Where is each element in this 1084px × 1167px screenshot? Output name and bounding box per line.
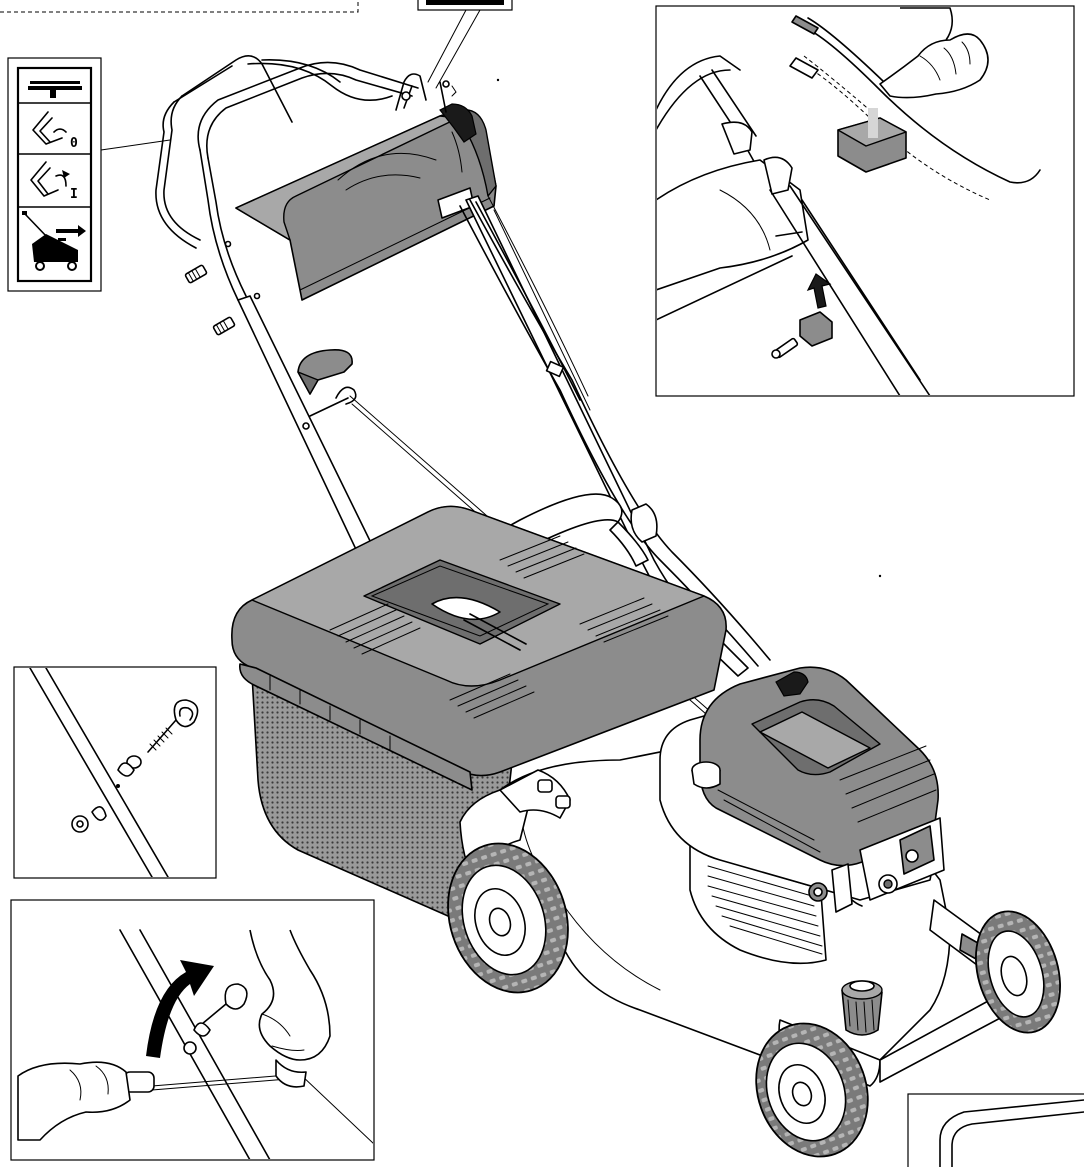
- choke-on-label: I: [70, 187, 78, 202]
- inset-rope-guide: [13, 666, 217, 879]
- grass-box: [231, 505, 727, 920]
- throttle-bar-icon: [28, 81, 82, 98]
- self-propel-drive-icon: [22, 211, 86, 271]
- handle-screws: [184, 264, 236, 336]
- control-console: [224, 73, 497, 301]
- rear-left-wheel: [447, 842, 569, 994]
- inset-starter-rope: [10, 899, 375, 1161]
- upper-handle: [155, 55, 419, 301]
- front-left-wheel: [755, 1022, 869, 1158]
- choke-lever-off-icon: 0: [32, 111, 78, 151]
- grass-box-ribs: [329, 535, 669, 719]
- choke-off-label: 0: [70, 136, 78, 151]
- inset-handle-corner: [907, 1093, 1084, 1167]
- top-callout-fragments: [0, 0, 513, 89]
- symbols-panel: 0 I: [7, 57, 171, 292]
- inset-cable-clip: [655, 5, 1075, 397]
- front-right-wheel: [975, 910, 1061, 1034]
- choke-lever-on-icon: I: [30, 161, 78, 202]
- engine: [659, 666, 945, 1036]
